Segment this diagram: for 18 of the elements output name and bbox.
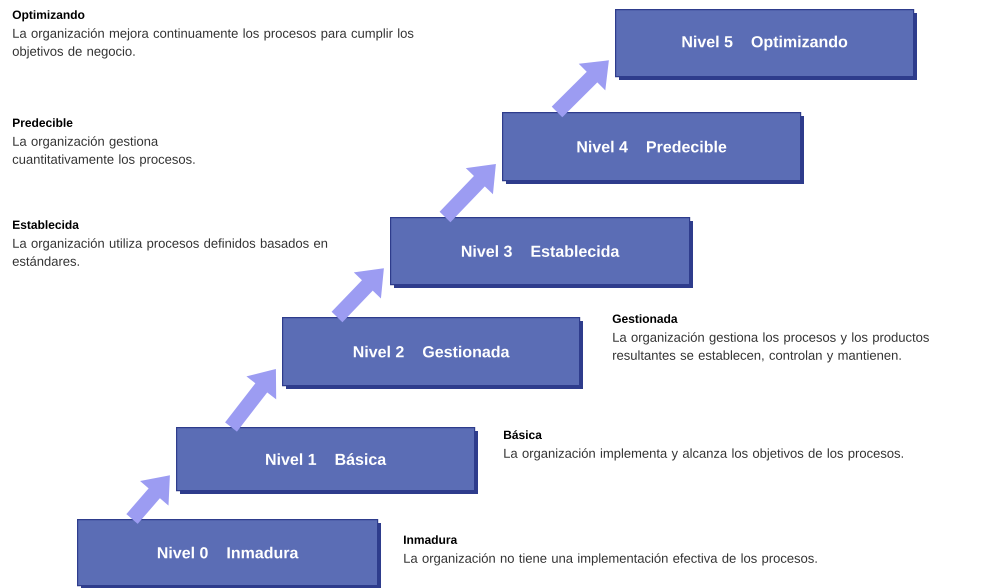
description-heading: Gestionada [612,314,678,323]
description-text: La organización gestiona cuantitativamente los procesos. [12,136,195,166]
level-box: Nivel 2 Gestionada [282,317,580,386]
level-box: Nivel 5 Optimizando [615,9,914,78]
level-box: Nivel 4 Predecible [502,112,802,182]
level-box: Nivel 1 Básica [176,426,476,492]
description-text: La organización gestiona los procesos y los productos resultantes se establecen, controlan y mantienen. [613,332,929,362]
level-box: Nivel 3 Establecida [390,217,690,286]
description-heading: Optimizando [12,10,84,22]
description-heading: Inmadura [404,535,458,544]
description-heading: Establecida [13,220,79,229]
description-text: La organización no tiene una implementación efectiva de los procesos. [404,553,817,566]
description-text: La organización implementa y alcanza los objetivos de los procesos. [504,448,903,460]
description-heading: Predecible [13,118,72,127]
description-text: La organización mejora continuamente los procesos para cumplir los objetivos de negocio. [12,28,414,58]
level-box: Nivel 0 Inmadura [77,519,378,586]
description-text: La organización utiliza procesos definidos basados en estándares. [12,238,328,266]
description-heading: Básica [504,430,542,440]
